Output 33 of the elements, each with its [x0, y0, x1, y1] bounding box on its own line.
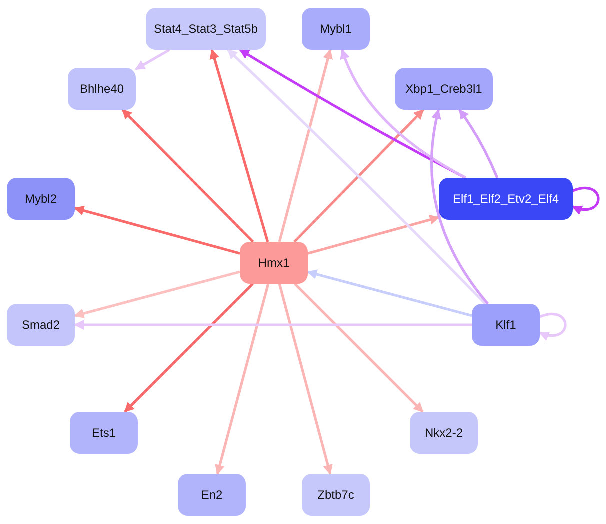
gene-node: Mybl2 — [7, 178, 75, 220]
gene-node: Nkx2-2 — [410, 412, 478, 454]
gene-node: Hmx1 — [240, 242, 308, 284]
arrow — [572, 187, 600, 214]
arrow — [210, 49, 270, 242]
arrow — [294, 109, 424, 243]
arrow — [294, 283, 424, 413]
gene-node: En2 — [178, 474, 246, 516]
gene-node: Ets1 — [70, 412, 138, 454]
gene-node: Zbtb7c — [302, 474, 370, 516]
gene-node: Bhlhe40 — [68, 68, 136, 110]
gene-node: Mybl1 — [302, 8, 370, 50]
arrow — [74, 206, 240, 255]
arrow — [135, 48, 170, 71]
arrow — [308, 215, 440, 255]
arrow — [227, 49, 486, 305]
arrow — [278, 284, 333, 475]
arrow — [74, 270, 240, 318]
gene-node: Stat4_Stat3_Stat5b — [146, 8, 266, 50]
arrow — [74, 320, 472, 330]
gene-node: Xbp1_Creb3l1 — [395, 68, 493, 110]
gene-node: Klf1 — [472, 304, 540, 346]
gene-node: Elf1_Elf2_Etv2_Elf4 — [439, 178, 573, 220]
arrow — [340, 49, 467, 180]
arrow — [458, 109, 499, 178]
arrow — [278, 49, 333, 242]
arrow — [307, 270, 472, 318]
gene-node: Smad2 — [7, 304, 75, 346]
arrow — [124, 283, 254, 413]
arrow — [539, 313, 567, 340]
arrow — [122, 109, 254, 243]
arrow — [430, 109, 490, 305]
arrow — [215, 284, 270, 475]
